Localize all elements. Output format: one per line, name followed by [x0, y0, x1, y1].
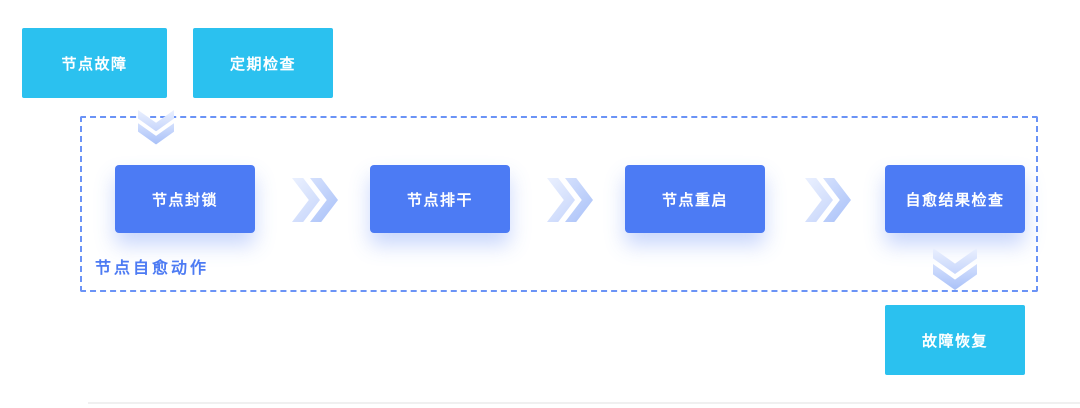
result-failure-recovered-label: 故障恢复 — [921, 332, 988, 350]
arrow-right-icon — [805, 178, 851, 222]
result-failure-recovered: 故障恢复 — [885, 305, 1025, 375]
step-node-drain: 节点排干 — [370, 165, 510, 233]
trigger-node-failure-label: 节点故障 — [61, 55, 128, 73]
step-node-restart-label: 节点重启 — [661, 191, 728, 209]
step-node-cordon-label: 节点封锁 — [151, 191, 218, 209]
trigger-periodic-check: 定期检查 — [193, 28, 333, 98]
step-heal-result-check: 自愈结果检查 — [885, 165, 1025, 233]
self-heal-group-frame — [80, 116, 1038, 292]
arrow-right-icon — [292, 178, 338, 222]
step-node-drain-label: 节点排干 — [406, 191, 473, 209]
trigger-node-failure: 节点故障 — [22, 28, 167, 98]
step-node-cordon: 节点封锁 — [115, 165, 255, 233]
arrow-right-icon — [547, 178, 593, 222]
arrow-down-icon — [933, 248, 977, 290]
trigger-periodic-check-label: 定期检查 — [229, 55, 296, 73]
bottom-divider — [88, 402, 1080, 404]
step-node-restart: 节点重启 — [625, 165, 765, 233]
step-heal-result-check-label: 自愈结果检查 — [905, 191, 1005, 209]
arrow-down-icon — [138, 110, 175, 145]
self-heal-group-label: 节点自愈动作 — [95, 260, 210, 277]
